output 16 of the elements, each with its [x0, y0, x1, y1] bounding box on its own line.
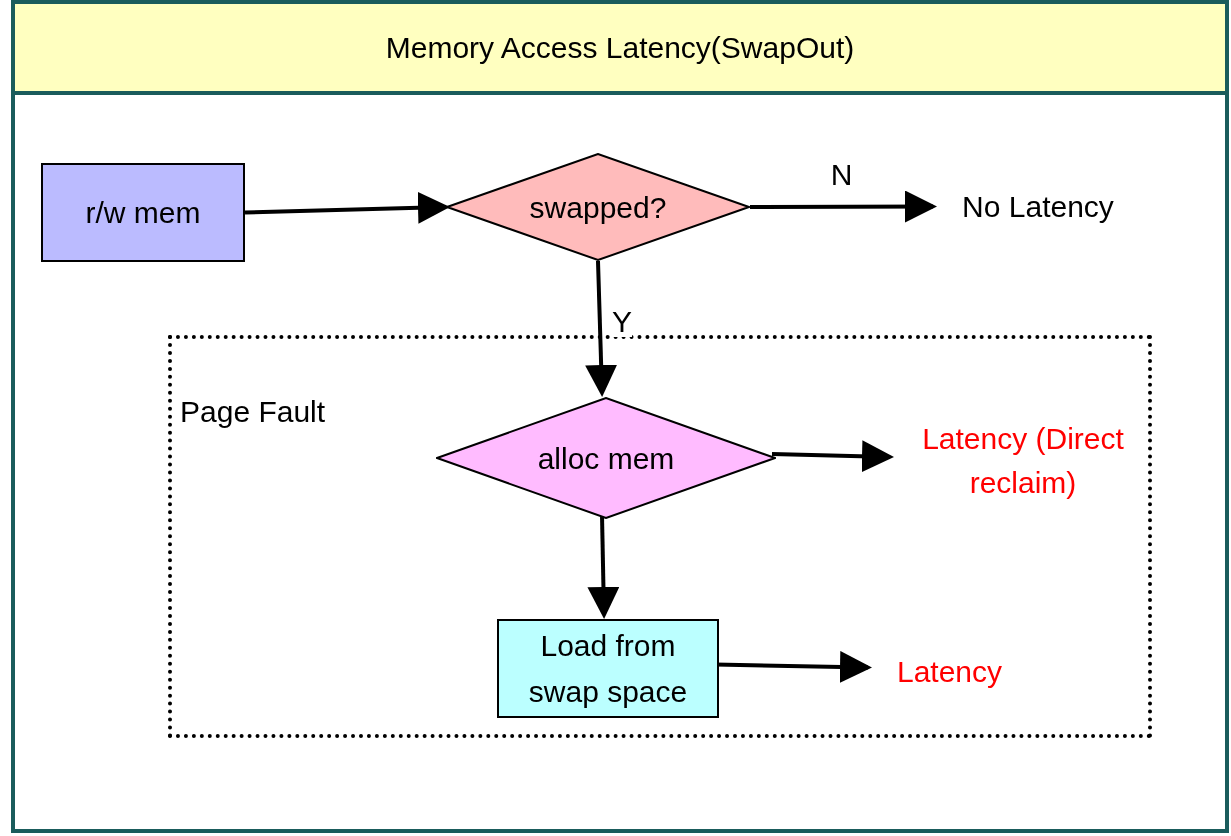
latency-text: Latency (Direct reclaim) — [921, 421, 1125, 501]
latency-text: No Latency — [962, 188, 1114, 225]
arrow — [771, 440, 894, 473]
region-label: Page Fault — [180, 394, 326, 430]
dotted-region — [168, 335, 1152, 738]
diamond-text: alloc mem — [537, 440, 675, 477]
arrow — [244, 191, 450, 224]
box-text: r/w mem — [84, 194, 202, 231]
arrow — [750, 190, 937, 223]
process-box — [41, 163, 245, 262]
title: Memory Access Latency(SwapOut) — [385, 30, 855, 66]
latency-text: Latency — [896, 653, 1003, 690]
arrow — [585, 260, 618, 397]
box-text: Load from swap space — [527, 627, 689, 710]
process-box — [497, 619, 719, 718]
diamond-text: swapped? — [529, 189, 667, 226]
